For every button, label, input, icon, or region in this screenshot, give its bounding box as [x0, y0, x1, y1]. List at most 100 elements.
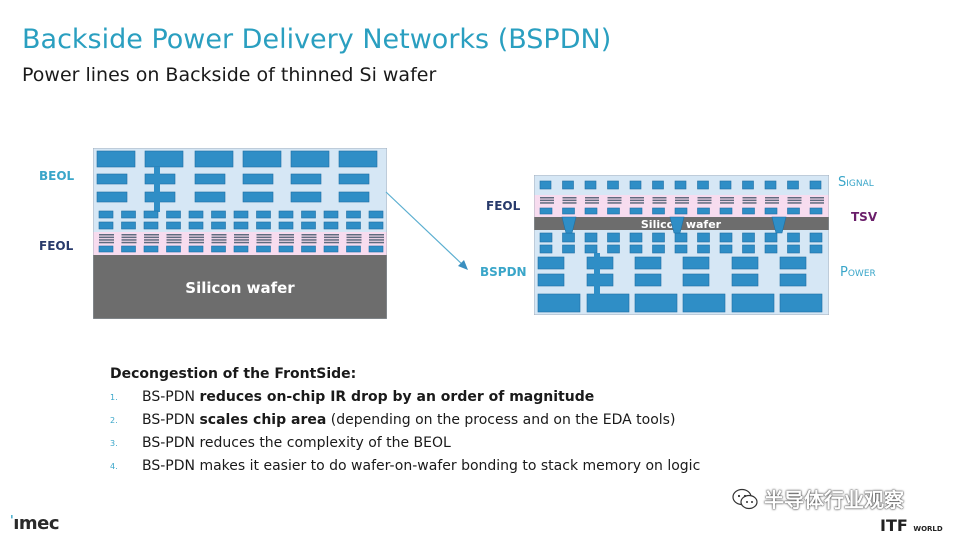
upper-metal — [242, 191, 274, 203]
power-metal — [682, 273, 710, 287]
power-rail — [634, 293, 678, 313]
transistor-stripe — [166, 236, 182, 239]
local-metal — [764, 207, 778, 215]
local-metal — [211, 210, 226, 219]
power-rail — [779, 293, 823, 313]
local-metal — [121, 221, 136, 230]
item-text-tail: (depending on the process and on the EDA… — [326, 412, 676, 428]
frontside-pdn-diagram: Silicon wafer — [93, 148, 387, 319]
item-number: 3. — [110, 439, 118, 448]
local-metal — [697, 207, 710, 215]
local-metal — [233, 221, 249, 230]
backside-contact — [697, 232, 710, 243]
transistor-stripe — [630, 202, 644, 204]
local-metal — [674, 207, 688, 215]
transistor-stripe — [144, 239, 159, 241]
transistor-stripe — [301, 234, 317, 236]
transistor-stripe — [99, 239, 114, 241]
signal-metal — [764, 180, 777, 190]
contact — [121, 245, 136, 253]
power-metal — [537, 256, 565, 270]
contact — [98, 245, 114, 253]
backside-metal — [742, 244, 755, 254]
watermark: 半导体行业观察 — [732, 484, 904, 513]
transistor-stripe — [675, 199, 689, 202]
item-text: BS-PDN makes it easier to do wafer-on-wa… — [142, 458, 701, 474]
transistor-stripe — [765, 199, 779, 202]
backside-contact — [787, 232, 800, 243]
local-metal — [719, 207, 733, 215]
local-metal — [562, 207, 575, 215]
backside-metal — [809, 244, 823, 254]
transistor-stripe — [630, 197, 644, 199]
power-metal — [779, 256, 807, 270]
power-rail — [586, 293, 630, 313]
left-beol-label: BEOL — [39, 169, 75, 183]
power-via — [154, 167, 160, 212]
backside-contact — [629, 232, 643, 243]
transistor-stripe — [652, 202, 667, 204]
transistor-stripe — [346, 239, 362, 241]
upper-metal — [338, 191, 370, 203]
top-metal — [338, 150, 378, 168]
upper-metal — [194, 173, 226, 185]
backside-metal — [629, 244, 643, 254]
item-number: 4. — [110, 462, 118, 471]
top-metal — [290, 150, 330, 168]
transistor-stripe — [585, 197, 599, 199]
transistor-stripe — [144, 234, 159, 236]
transistor-stripe — [144, 241, 159, 244]
contact — [188, 245, 204, 253]
power-metal — [682, 256, 710, 270]
transistor-stripe — [369, 241, 384, 244]
transistor-stripe — [810, 202, 824, 204]
transistor-stripe — [540, 199, 554, 202]
left-feol-label: FEOL — [39, 239, 74, 253]
silicon-wafer — [93, 255, 387, 319]
local-metal — [629, 207, 643, 215]
transistor-stripe — [166, 234, 182, 236]
power-metal — [731, 273, 759, 287]
local-metal — [301, 210, 316, 219]
local-metal — [278, 210, 294, 219]
transistor-stripe — [742, 197, 757, 199]
local-metal — [323, 221, 339, 230]
tsv-via — [669, 216, 685, 234]
top-metal — [242, 150, 282, 168]
tsv-via — [771, 216, 787, 234]
local-metal — [323, 210, 339, 219]
backside-metal — [764, 244, 778, 254]
watermark-text: 半导体行业观察 — [764, 488, 904, 512]
transistor-stripe — [652, 199, 667, 202]
backside-metal — [652, 244, 665, 254]
local-metal — [607, 207, 620, 215]
signal-metal — [652, 180, 664, 190]
power-rail — [537, 293, 581, 313]
local-metal — [368, 210, 384, 219]
contact — [346, 245, 361, 253]
transistor-stripe — [765, 202, 779, 204]
local-metal — [166, 221, 181, 230]
right-feol-label: FEOL — [486, 199, 521, 213]
backside-contact — [562, 232, 575, 243]
contact — [233, 245, 249, 253]
imec-logo-text: ımec — [13, 513, 59, 534]
backside-contact — [674, 232, 688, 243]
transistor-stripe — [234, 234, 249, 236]
backside-pdn-diagram: Silicon wafer — [534, 175, 829, 315]
transistor-stripe — [369, 239, 384, 241]
power-metal — [634, 273, 662, 287]
transition-arrow-icon — [385, 191, 468, 270]
transistor-stripe — [607, 199, 622, 202]
signal-metal — [607, 180, 619, 190]
signal-metal — [809, 180, 822, 190]
transistor-stripe — [720, 202, 734, 204]
transistor-stripe — [256, 239, 272, 241]
itf-logo-text: ITF — [880, 516, 908, 535]
transistor-stripe — [324, 241, 339, 244]
transistor-stripe — [144, 236, 159, 239]
top-metal — [144, 150, 184, 168]
backside-metal — [787, 244, 800, 254]
transistor-stripe — [301, 239, 317, 241]
upper-metal — [194, 191, 226, 203]
